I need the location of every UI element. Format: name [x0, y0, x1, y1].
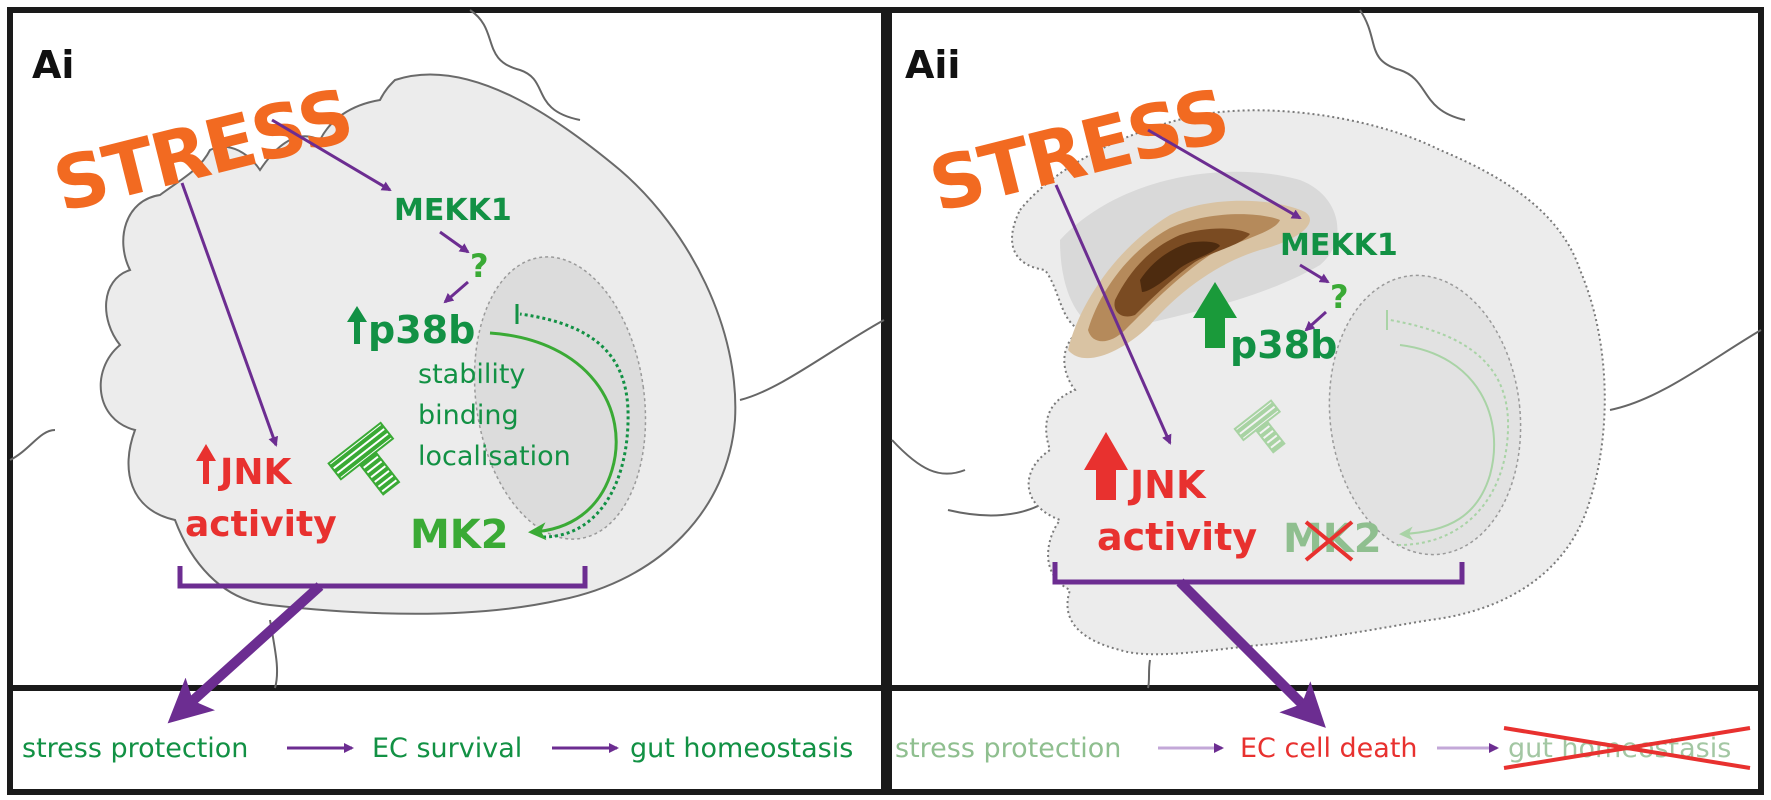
bracket	[177, 566, 588, 589]
cross-out-icon	[1503, 726, 1751, 770]
outcome-stress-protection: stress protection	[895, 733, 1121, 764]
neighbour-cell-outline	[739, 319, 885, 401]
cross-out-icon	[1304, 520, 1354, 562]
neighbour-cell-outline	[469, 9, 581, 121]
neighbour-cell-outline	[947, 504, 1041, 517]
unknown-kinase-question: ?	[1330, 278, 1349, 316]
jnk-label: JNK	[1127, 463, 1207, 507]
mechanism-stability: stability	[418, 359, 525, 390]
unknown-kinase-question: ?	[470, 247, 489, 285]
mk2-feedback-dotted-line	[519, 312, 630, 539]
neighbour-cell-outline	[1609, 329, 1762, 411]
outcome-ec-cell-death: EC cell death	[1240, 733, 1418, 764]
up-arrow-icon	[347, 306, 367, 344]
mechanism-binding: binding	[418, 400, 519, 431]
arrow-stress-to-mekk1	[271, 118, 392, 192]
arrow-mekk1-to-question	[439, 230, 470, 254]
bracket	[1052, 562, 1465, 585]
jnk-activity-label: activity	[1097, 515, 1257, 559]
mk2-feedback-dotted-line	[1389, 319, 1510, 546]
bracket-output-arrow	[167, 582, 324, 724]
outcome-stress-protection: stress protection	[22, 733, 248, 764]
arrow-question-to-p38b	[1304, 310, 1328, 332]
arrow-stress-to-jnk	[180, 182, 279, 447]
p38b-to-mk2-arrow	[1399, 344, 1496, 541]
arrow-question-to-p38b	[443, 280, 469, 304]
inhibition-bar-icon	[327, 421, 401, 496]
neighbour-cell-outline	[9, 429, 56, 461]
damage-lesion-icon	[1068, 200, 1310, 359]
panel-ai-label: Ai	[32, 43, 74, 87]
arrow-stress-to-mekk1	[1147, 128, 1302, 220]
mechanism-localisation: localisation	[418, 441, 571, 472]
inhibition-bar-icon	[1233, 399, 1286, 454]
arrow-mekk1-to-question	[1299, 263, 1330, 284]
outcome-gut-homeostasis: gut homeostasis	[630, 733, 853, 764]
up-arrow-icon	[1193, 282, 1237, 348]
p38b-to-mk2-arrow	[489, 331, 618, 541]
mekk1-label: MEKK1	[394, 193, 512, 228]
up-arrow-icon	[1084, 432, 1128, 500]
nucleus	[1328, 274, 1522, 556]
p38b-label: p38b	[368, 308, 475, 352]
up-arrow-icon	[196, 444, 216, 484]
neighbour-cell-outline	[891, 439, 966, 475]
mekk1-label: MEKK1	[1280, 228, 1398, 263]
bracket-output-arrow	[1176, 578, 1326, 728]
panel-ai: Ai STRESS MEKK1 ? p38b stability binding…	[7, 7, 887, 795]
panel-aii-label: Aii	[905, 43, 960, 87]
jnk-activity-label: activity	[185, 504, 337, 545]
jnk-label: JNK	[217, 452, 293, 493]
outcome-ec-survival: EC survival	[372, 733, 522, 764]
mk2-label: MK2	[410, 512, 509, 558]
nucleus	[473, 256, 647, 540]
neighbour-cell-outline	[1359, 9, 1466, 121]
neighbour-cell-outline	[1147, 659, 1151, 689]
arrow-stress-to-jnk	[1054, 184, 1172, 445]
panel-aii: Aii STRESS MEKK1 ? p38b MK2 JNK	[886, 7, 1764, 795]
p38b-label: p38b	[1230, 323, 1337, 367]
